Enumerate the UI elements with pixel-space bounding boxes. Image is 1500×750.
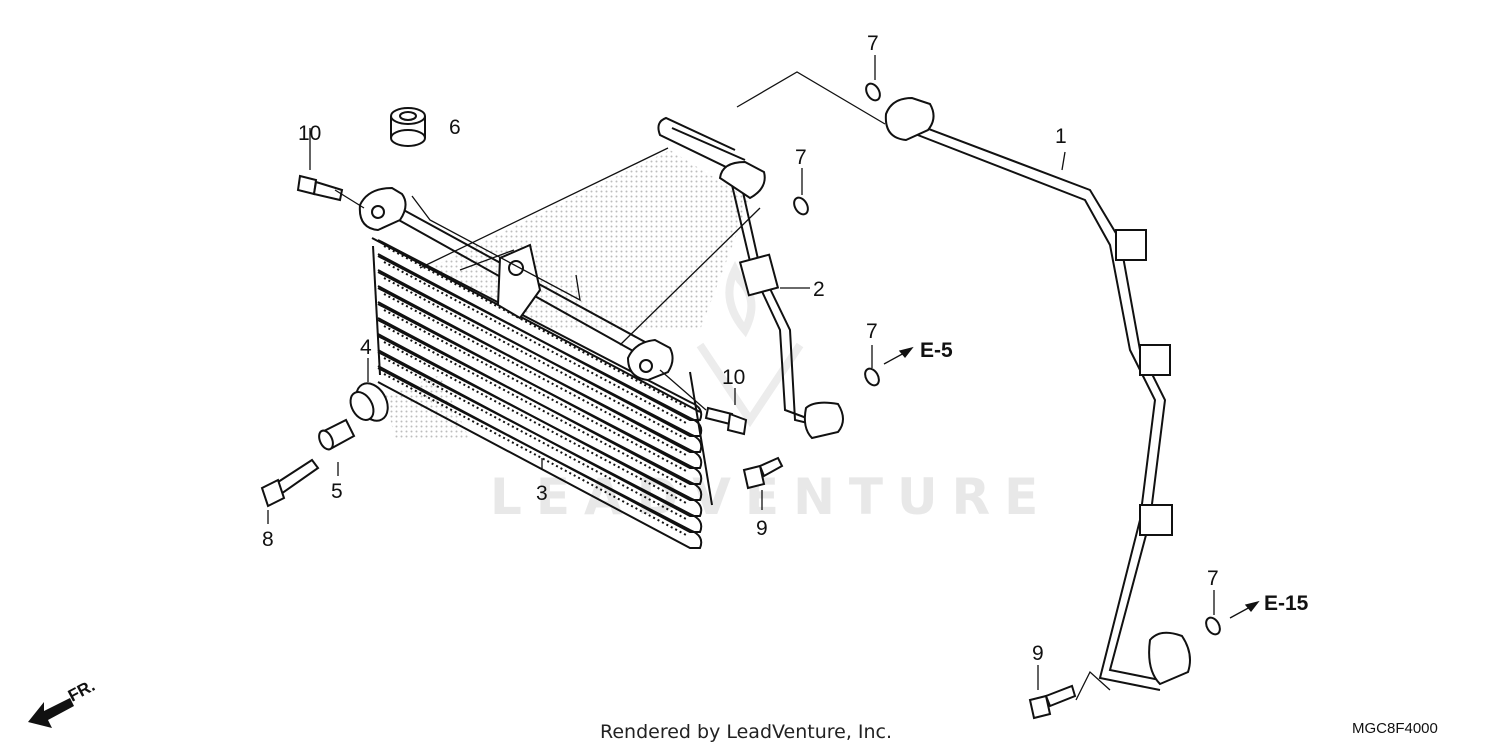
shading — [385, 150, 750, 440]
label-7-pipe2: 7 — [795, 146, 807, 169]
bolt-10-left — [296, 174, 344, 202]
bolt-10-right — [704, 406, 748, 436]
leader-lines — [267, 55, 1215, 701]
ref-e5: E-5 — [920, 339, 953, 362]
cooler-tube — [377, 367, 703, 549]
label-4: 4 — [360, 336, 372, 359]
bolt-9-lower — [1028, 684, 1077, 720]
label-5: 5 — [331, 480, 343, 503]
cooler-tube — [377, 271, 703, 453]
label-10-right: 10 — [722, 366, 745, 389]
bolt-8 — [260, 458, 320, 508]
bolt-9-center — [742, 456, 784, 490]
label-8: 8 — [262, 528, 274, 551]
collar-5 — [318, 418, 356, 451]
grommet-4 — [349, 382, 389, 422]
footer-credit: Rendered by LeadVenture, Inc. — [600, 721, 892, 743]
label-7-top: 7 — [867, 32, 879, 55]
cooler-tube — [377, 319, 703, 501]
oil-pipe-2 — [657, 116, 844, 440]
o-rings — [793, 82, 1221, 636]
cooler-tube — [377, 303, 703, 485]
cooler-tube — [377, 335, 703, 517]
front-direction-arrow: FR. — [28, 676, 98, 728]
label-7-e5: 7 — [866, 320, 878, 343]
oil-cooler — [358, 186, 713, 549]
label-10-left: 10 — [298, 122, 321, 145]
cooler-tube — [377, 239, 703, 421]
label-7-e15: 7 — [1207, 567, 1219, 590]
oil-pipe-1 — [884, 96, 1191, 691]
label-9-lower: 9 — [1032, 642, 1044, 665]
label-9-center: 9 — [756, 517, 768, 540]
drawing-code: MGC8F4000 — [1352, 720, 1438, 737]
arrows — [883, 346, 1260, 619]
ref-e15: E-15 — [1264, 592, 1309, 615]
label-6: 6 — [449, 116, 461, 139]
label-1: 1 — [1055, 125, 1067, 148]
cooler-tube — [377, 351, 703, 533]
label-3: 3 — [536, 482, 548, 505]
cooler-tube — [377, 287, 703, 469]
watermark-text: LEADVENTURE — [490, 468, 1052, 526]
grommet-6 — [390, 107, 426, 147]
label-2: 2 — [813, 278, 825, 301]
